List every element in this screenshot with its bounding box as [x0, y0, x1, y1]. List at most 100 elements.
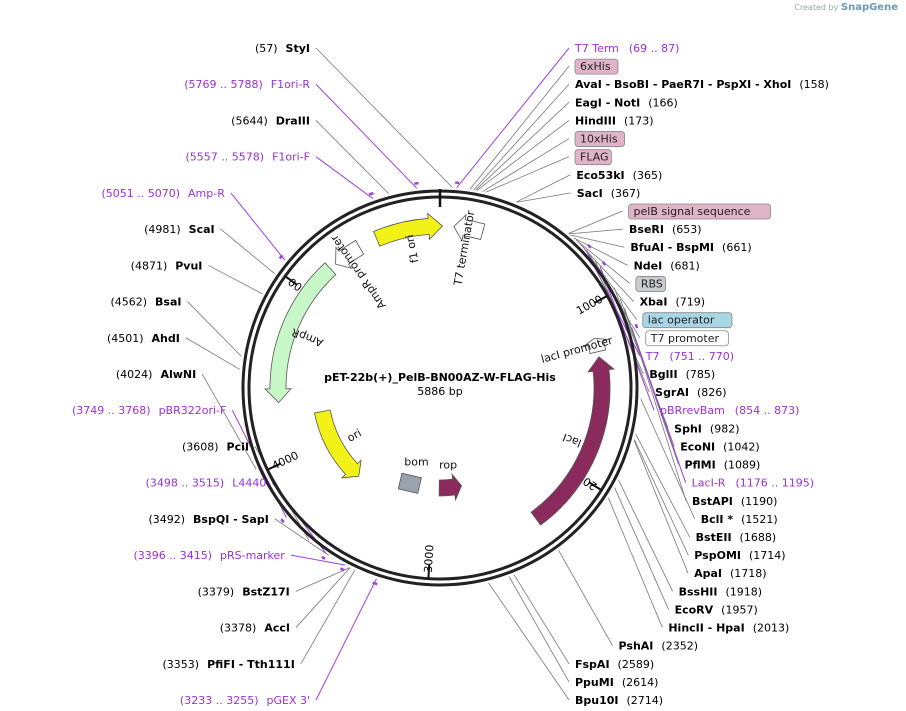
primer-range: (5051 .. 5070) [101, 187, 180, 200]
site-label-draiii: (5644)DraIII [231, 114, 310, 127]
svg-text:FspAI(2589): FspAI (2589) [575, 658, 654, 671]
site-name: BclI * [701, 513, 734, 526]
feature-tag-pelb-signal-sequence: pelB signal sequence [628, 203, 771, 220]
svg-text:(3396 .. 3415)pRS-marker: (3396 .. 3415)pRS-marker [133, 549, 285, 562]
svg-text:Bpu10I(2714): Bpu10I(2714) [575, 694, 663, 707]
svg-text:BseRI(653): BseRI(653) [629, 223, 702, 236]
site-label-sgrai: SgrAI(826) [655, 386, 726, 399]
svg-text:(4501)AhdI: (4501)AhdI [107, 332, 180, 345]
site-position: (1042) [723, 440, 760, 453]
site-position: (826) [697, 386, 727, 399]
site-position: (173) [624, 114, 654, 127]
site-name: ApaI [694, 567, 722, 580]
site-name: AccI [264, 622, 290, 635]
primer-label-l4440: (3498 .. 3515)L4440 [146, 477, 267, 490]
site-position: (982) [710, 422, 740, 435]
primer-range: (5769 .. 5788) [184, 78, 263, 91]
svg-text:(3498 .. 3515)L4440: (3498 .. 3515)L4440 [146, 477, 267, 490]
site-name: NdeI [634, 259, 663, 272]
feature-ori: ori [314, 409, 364, 479]
site-label-pspomi: PspOMI(1714) [694, 549, 785, 562]
svg-text:(5557 .. 5578)F1ori-F: (5557 .. 5578)F1ori-F [186, 151, 311, 164]
svg-text:AvaI - BsoBI - PaeR7I -: AvaI - BsoBI - PaeR7I - PspXI - XhoI(158… [575, 78, 829, 91]
site-name: FspAI [575, 658, 610, 671]
svg-text:(3233 .. 3255)pGEX 3': (3233 .. 3255)pGEX 3' [180, 694, 310, 707]
svg-text:(4024)AlwNI: (4024)AlwNI [116, 368, 196, 381]
site-position: (2352) [661, 640, 698, 653]
svg-text:BstEII(1688): BstEII(1688) [696, 531, 776, 544]
tick-label: 3000 [422, 544, 437, 573]
primer-mark-f1ori-f [368, 191, 374, 196]
svg-text:T7 Term(69 .. 87): T7 Term(69 .. 87) [574, 42, 679, 55]
site-position: (3379) [198, 585, 235, 598]
site-label-hincii-hpai: HincII - HpaI(2013) [668, 622, 789, 635]
site-position: (367) [611, 187, 641, 200]
snapgene-credit: Created by SnapGene [794, 2, 898, 13]
svg-text:SgrAI(826): SgrAI(826) [655, 386, 726, 399]
feature-tag-text: FLAG [580, 151, 609, 164]
snapgene-brand: SnapGene [840, 2, 898, 13]
feature-label: rop [439, 459, 457, 472]
svg-text:(5644)DraIII: (5644)DraIII [231, 114, 310, 127]
primer-label-t7-term: T7 Term(69 .. 87) [574, 42, 679, 55]
svg-text:BglII(785): BglII(785) [649, 368, 715, 381]
svg-text:(3492)BspQI - SapI: (3492)BspQI - SapI [148, 513, 268, 526]
primer-name: F1ori-R [271, 78, 311, 91]
site-position: (3378) [220, 622, 257, 635]
svg-text:BstAPI(1190): BstAPI (1190) [692, 495, 777, 508]
site-label-bstz17i: (3379)BstZ17I [198, 585, 290, 598]
feature-tag-6xhis: 6xHis [574, 58, 619, 75]
site-name: XbaI [640, 296, 668, 309]
site-position: (3353) [163, 658, 200, 671]
credit-prefix: Created by [794, 3, 839, 12]
site-position: (785) [686, 368, 716, 381]
site-name: BstEII [696, 531, 732, 544]
site-name: BfuAI - BspMI [630, 241, 714, 254]
site-label-bseri: BseRI(653) [629, 223, 702, 236]
feature-label: AmpR [289, 325, 325, 349]
site-label-pvui: (4871)PvuI [131, 259, 203, 272]
site-label-bsai: (4562)BsaI [110, 296, 181, 309]
site-position: (4562) [110, 296, 147, 309]
tick-mark [266, 462, 281, 471]
plasmid-name: pET-22b(+)_PelB-BN00AZ-W-FLAG-His [324, 371, 556, 384]
site-position: (5644) [231, 114, 268, 127]
site-position: (57) [255, 42, 278, 55]
site-position: (1190) [741, 495, 778, 508]
site-position: (365) [633, 169, 663, 182]
svg-text:BfuAI - BspMI(661): BfuAI - BspMI(661) [630, 241, 751, 254]
svg-text:PspOMI(1714): PspOMI(1714) [694, 549, 785, 562]
site-position: (1957) [721, 603, 758, 616]
site-label-ndei: NdeI(681) [634, 259, 700, 272]
primer-mark-amp-r [278, 254, 284, 260]
site-label-bsshii: BssHII(1918) [679, 585, 762, 598]
site-name: BstAPI [692, 495, 733, 508]
primer-label-t7: T7(751 .. 770) [645, 350, 734, 363]
feature-label: f1 ori [403, 233, 421, 264]
feature-tag-text: T7 promoter [650, 332, 720, 345]
primer-label-f1ori-r: (5769 .. 5788) F1ori-R [184, 78, 310, 91]
site-position: (2589) [618, 658, 655, 671]
primer-mark-t7 [587, 243, 592, 249]
svg-text:SphI(982): SphI(982) [674, 422, 739, 435]
site-name: PpuMI [575, 676, 614, 689]
site-label-bsteii: BstEII(1688) [696, 531, 776, 544]
svg-text:(4871)PvuI: (4871)PvuI [131, 259, 203, 272]
primer-name: LacI-R [692, 477, 726, 490]
svg-text:XbaI(719): XbaI(719) [640, 296, 705, 309]
site-label-hindiii: HindIII(173) [575, 114, 654, 127]
primer-name: pBRrevBam [660, 404, 725, 417]
site-name: AlwNI [160, 368, 196, 381]
primer-name: Amp-R [188, 187, 225, 200]
site-label-pflmi: PflMI(1089) [684, 459, 760, 472]
site-label-saci: SacI(367) [577, 187, 641, 200]
svg-text:BclI *(1521): BclI *(1521) [701, 513, 778, 526]
primer-name: L4440 [232, 477, 266, 490]
primer-mark-pbr322ori-f [280, 518, 285, 524]
feature-label: ori [345, 426, 364, 444]
feature-label: bom [404, 455, 428, 468]
site-name: EcoNI [680, 440, 715, 453]
site-label-apai: ApaI(1718) [694, 567, 766, 580]
